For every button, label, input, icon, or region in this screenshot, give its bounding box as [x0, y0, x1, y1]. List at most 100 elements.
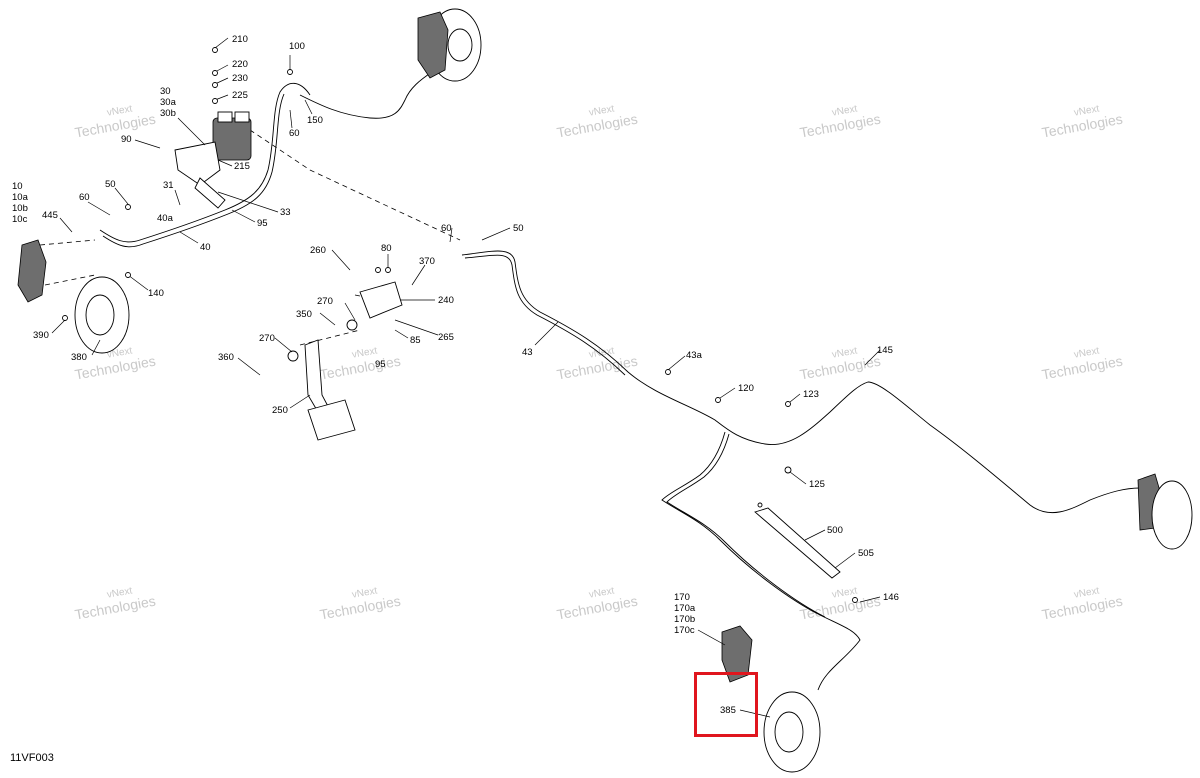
callout-370: 370 [419, 256, 435, 267]
fastener [852, 597, 858, 603]
callout-30a: 30a [160, 97, 177, 108]
callout-445: 445 [42, 210, 58, 221]
callout-120: 120 [738, 383, 754, 394]
leader-line [237, 357, 261, 376]
callout-390: 390 [33, 330, 49, 341]
callout-500: 500 [827, 525, 843, 536]
callout-220: 220 [232, 59, 248, 70]
callout-60-mid: 60 [441, 223, 452, 234]
rear-left-caliper-assembly [721, 625, 821, 773]
watermark-text: vNext [106, 585, 133, 600]
callout-210: 210 [232, 34, 248, 45]
callout-250: 250 [272, 405, 288, 416]
callout-33: 33 [280, 207, 291, 218]
leader-line [59, 217, 73, 233]
callout-43: 43 [522, 347, 533, 358]
callout-146: 146 [883, 592, 899, 603]
leader-line [127, 274, 149, 291]
callout-260: 260 [310, 245, 326, 256]
callout-230: 230 [232, 73, 248, 84]
leader-line [804, 529, 826, 541]
callout-215: 215 [234, 161, 250, 172]
callout-170c: 170c [674, 625, 695, 636]
leader-line [864, 349, 881, 366]
fastener [785, 401, 791, 407]
callout-80: 80 [381, 243, 392, 254]
watermark-text: vNext [1073, 585, 1100, 600]
leader-line [87, 201, 111, 216]
callout-225: 225 [232, 90, 248, 101]
pedal-bracket [359, 281, 403, 319]
disc-hub [774, 711, 804, 753]
leader-lines [51, 37, 881, 718]
leader-line [274, 337, 293, 353]
brake-pedal-assembly [287, 281, 403, 441]
figure-code: 11VF003 [10, 752, 54, 764]
fastener [665, 369, 671, 375]
fastener [757, 502, 763, 508]
disc-hub [447, 28, 473, 62]
callout-60-top: 60 [289, 128, 300, 139]
watermark-text: vNext [106, 103, 133, 118]
callout-100: 100 [289, 41, 305, 52]
leader-line [114, 187, 129, 205]
leader-line [51, 319, 66, 334]
brake-lines [99, 71, 1141, 691]
fastener [385, 267, 391, 273]
fastener [125, 204, 131, 210]
dash-line [299, 329, 361, 346]
callout-40a: 40a [157, 213, 174, 224]
watermark-text: vNext [1073, 103, 1100, 118]
leader-line [289, 109, 293, 129]
callout-30b: 30b [160, 108, 176, 119]
rear-left-caliper [721, 625, 753, 683]
master-cylinder [174, 111, 252, 209]
rear-right-caliper-assembly [1137, 473, 1193, 550]
fastener [375, 267, 381, 273]
leader-line [217, 191, 279, 213]
leader-line [319, 312, 336, 326]
callout-90: 90 [121, 134, 132, 145]
callout-30: 30 [160, 86, 171, 97]
front-left-caliper [17, 239, 47, 303]
callout-240: 240 [438, 295, 454, 306]
highlighted-part-box[interactable] [694, 672, 758, 737]
leader-line [289, 394, 311, 409]
watermark-text: vNext [351, 585, 378, 600]
leader-line [91, 339, 101, 356]
callout-145: 145 [877, 345, 893, 356]
brake-line-front-right [299, 71, 433, 119]
leader-line [174, 189, 181, 206]
fasteners [62, 47, 858, 603]
fastener [287, 69, 293, 75]
leader-line [231, 209, 256, 223]
pushrod [194, 177, 226, 209]
leader-line [394, 319, 439, 336]
callout-123: 123 [803, 389, 819, 400]
brake-line-front-left-b [102, 93, 285, 248]
callout-170b: 170b [674, 614, 695, 625]
callout-50-mid: 50 [513, 223, 524, 234]
leader-line [411, 264, 426, 286]
leader-line [394, 329, 409, 339]
callout-505: 505 [858, 548, 874, 559]
reservoir-cap [217, 111, 233, 123]
reservoir [212, 117, 252, 161]
fastener [62, 315, 68, 321]
heat-shield [754, 507, 841, 579]
pedal-pad [307, 399, 356, 441]
fastener [212, 98, 218, 104]
callout-10b: 10b [12, 203, 28, 214]
watermark-text: vNext [588, 585, 615, 600]
callout-95-mid: 95 [375, 359, 386, 370]
leader-line [214, 64, 229, 73]
front-right-caliper [417, 11, 449, 79]
leader-line [217, 159, 233, 167]
callout-125: 125 [809, 479, 825, 490]
callout-50-left: 50 [105, 179, 116, 190]
brake-line-main-b [464, 254, 626, 376]
watermark-text: vNext [588, 103, 615, 118]
fastener [212, 82, 218, 88]
callout-265: 265 [438, 332, 454, 343]
